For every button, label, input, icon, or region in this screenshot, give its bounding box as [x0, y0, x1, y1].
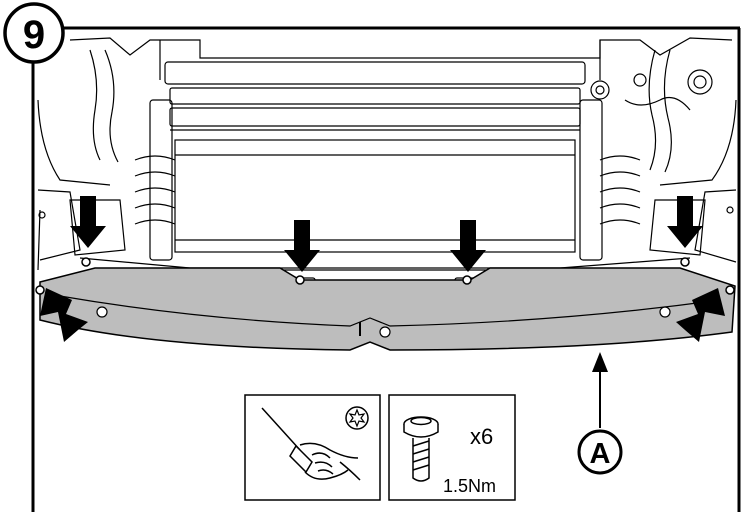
screwdriver-icon — [261, 407, 361, 481]
fastener-quantity: x6 — [470, 424, 493, 449]
arrow-down-3 — [450, 220, 486, 272]
fastener-panel: x6 1.5Nm — [388, 394, 516, 501]
step-frame — [31, 26, 741, 512]
torx-bolt-icon — [403, 416, 439, 482]
arrow-diagonal-right — [676, 288, 725, 342]
lower-splash-shield — [39, 267, 736, 351]
callout-a: A — [577, 429, 623, 475]
arrow-down-1 — [70, 196, 106, 248]
removal-arrows — [40, 196, 725, 342]
fastener-torque: 1.5Nm — [443, 476, 496, 496]
step-number: 9 — [23, 13, 45, 57]
arrow-down-2 — [284, 220, 320, 272]
fastener-points — [35, 257, 735, 295]
arrow-diagonal-left — [40, 288, 88, 342]
torx-bit-icon — [345, 406, 369, 430]
step-number-badge: 9 — [3, 2, 65, 64]
arrow-down-4 — [667, 196, 703, 248]
callout-letter: A — [590, 438, 611, 470]
callout-a-leader — [592, 352, 608, 428]
tool-panel — [244, 394, 381, 501]
